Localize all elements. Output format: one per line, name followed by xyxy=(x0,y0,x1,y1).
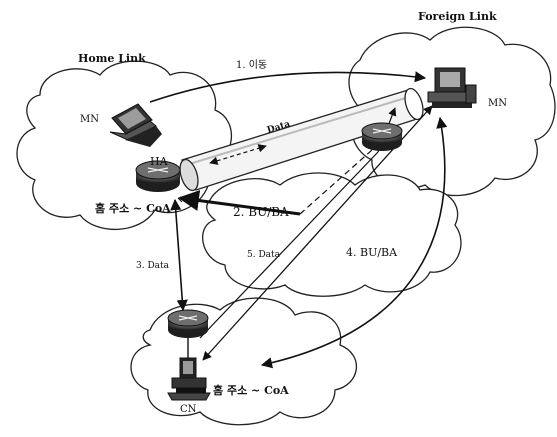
home-link-label: Home Link xyxy=(78,52,146,65)
foreign-link-label: Foreign Link xyxy=(418,10,497,23)
cn-router xyxy=(168,310,208,338)
step2-label: 2. BU/BA xyxy=(233,205,289,219)
step4-label: 4. BU/BA xyxy=(346,246,398,259)
cn-home-address-label: 홈 주소 ~ CoA xyxy=(213,383,289,397)
middle-network-cloud xyxy=(203,173,461,296)
ha-label: HA xyxy=(150,155,169,168)
foreign-router xyxy=(362,123,402,151)
mn-foreign-label: MN xyxy=(488,98,507,109)
data-arrow-ha-cn xyxy=(175,200,183,310)
step5-label: 5. Data xyxy=(247,250,281,260)
mn-home-label: MN xyxy=(80,114,99,125)
cn-link-cloud xyxy=(131,298,356,425)
ha-home-address-label: 홈 주소 ~ CoA xyxy=(95,201,171,215)
cn-label: CN xyxy=(180,404,197,415)
step3-label: 3. Data xyxy=(136,261,170,271)
step1-label: 1. 이동 xyxy=(236,59,267,71)
